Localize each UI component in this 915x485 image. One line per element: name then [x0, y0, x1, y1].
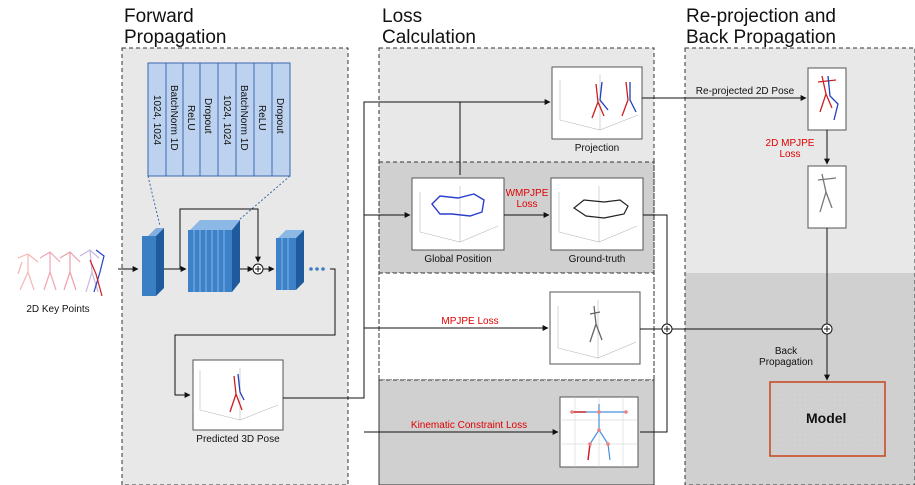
title-forward-propagation: Forward Propagation [124, 6, 227, 48]
net-b-relu: ReLU [256, 105, 267, 131]
global-position-label: Global Position [424, 254, 492, 265]
title-reprojection: Re-projection and Back Propagation [686, 6, 836, 48]
model-label: Model [806, 410, 847, 426]
input-keypoints-figure [17, 249, 105, 297]
ellipsis-dots [309, 267, 325, 271]
net-b-dropout: Dropout [274, 98, 285, 134]
net-a-batchnorm: BatchNorm 1D [168, 85, 179, 151]
net-b-batchnorm: BatchNorm 1D [238, 85, 249, 151]
title-loss-calculation: Loss Calculation [382, 6, 476, 48]
layer-block-2 [276, 230, 304, 290]
reprojected-2d-box [807, 67, 847, 131]
mpjpe-loss-label: MPJPE Loss [441, 316, 499, 327]
projection-label: Projection [574, 143, 620, 154]
kinematic-loss-label: Kinematic Constraint Loss [410, 420, 528, 431]
back-propagation-label: Back Propagation [759, 346, 813, 368]
input-label: 2D Key Points [26, 304, 90, 315]
model-box [769, 381, 886, 457]
ground-truth-label: Ground-truth [568, 254, 626, 265]
net-a-relu: ReLU [185, 105, 196, 131]
layer-block-1 [188, 220, 240, 292]
net-b-linear: 1024, 1024 [221, 95, 232, 146]
reprojected-2d-label: Re-projected 2D Pose [695, 86, 795, 97]
net-a-dropout: Dropout [202, 98, 213, 134]
network-detail-box [147, 62, 291, 177]
net-a-linear: 1024, 1024 [151, 95, 162, 146]
ground-truth-box [550, 177, 644, 251]
predicted-3d-pose-label: Predicted 3D Pose [196, 434, 280, 445]
predicted-3d-pose-box [192, 359, 284, 431]
wmpjpe-loss-label: WMPJPE Loss [505, 188, 549, 210]
reprojected-gt-box [807, 165, 847, 229]
layer-input [142, 228, 164, 296]
2d-mpjpe-loss-label: 2D MPJPE Loss [765, 138, 815, 160]
